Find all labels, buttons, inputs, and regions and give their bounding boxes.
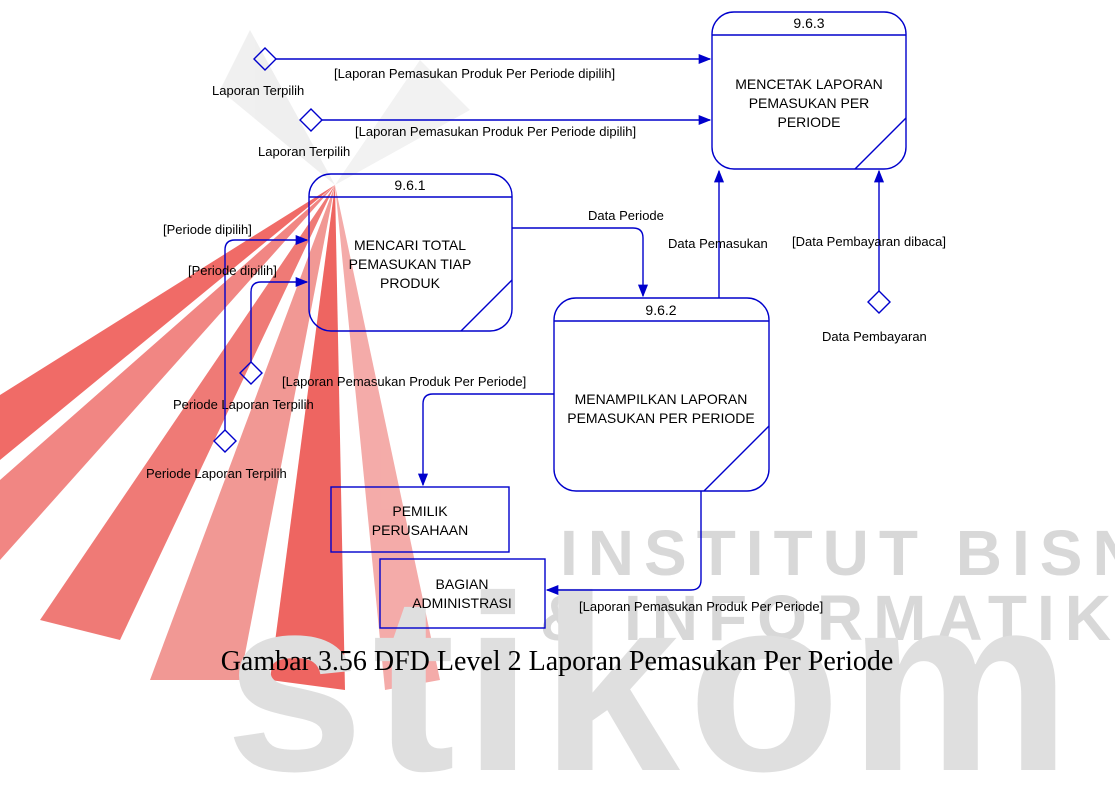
process-label-line: MENAMPILKAN LAPORAN <box>575 391 748 407</box>
entity-label-line: PERUSAHAAN <box>372 522 468 538</box>
connector-periode-laporan-1[interactable]: Periode Laporan Terpilih <box>173 361 314 412</box>
connector-label: Data Pembayaran <box>822 329 927 344</box>
flow-periode-dipilih-1: [Periode dipilih] <box>163 222 309 430</box>
process-label-line: MENCARI TOTAL <box>354 237 466 253</box>
connector-label: Periode Laporan Terpilih <box>173 397 314 412</box>
process-label-line: PERIODE <box>777 114 840 130</box>
flow-label: [Laporan Pemasukan Produk Per Periode] <box>282 374 526 389</box>
flow-label: [Laporan Pemasukan Produk Per Periode di… <box>334 66 615 81</box>
connector-periode-laporan-2[interactable]: Periode Laporan Terpilih <box>146 429 287 481</box>
flow-laporan-to-bagian: [Laporan Pemasukan Produk Per Periode] <box>545 491 823 614</box>
entity-pemilik-perusahaan[interactable]: PEMILIK PERUSAHAAN <box>330 486 510 553</box>
process-label-line: PEMASUKAN TIAP <box>349 256 472 272</box>
flow-periode-dipilih-2: [Periode dipilih] <box>188 263 309 362</box>
entity-label-line: ADMINISTRASI <box>412 595 512 611</box>
flow-laporan-dipilih-1: [Laporan Pemasukan Produk Per Periode di… <box>276 53 712 81</box>
figure-caption: Gambar 3.56 DFD Level 2 Laporan Pemasuka… <box>221 646 894 677</box>
connector-data-pembayaran[interactable]: Data Pembayaran <box>822 290 927 344</box>
flow-laporan-to-pemilik: [Laporan Pemasukan Produk Per Periode] <box>282 374 554 487</box>
entity-label-line: PEMILIK <box>392 503 448 519</box>
process-id: 9.6.2 <box>645 302 676 318</box>
flow-label: [Laporan Pemasukan Produk Per Periode di… <box>355 124 636 139</box>
watermark-brand: stikom <box>225 544 1079 785</box>
watermark-sunburst-icon <box>0 30 470 690</box>
process-9-6-1[interactable]: 9.6.1 MENCARI TOTAL PEMASUKAN TIAP PRODU… <box>308 173 513 332</box>
flow-laporan-dipilih-2: [Laporan Pemasukan Produk Per Periode di… <box>322 114 712 139</box>
flow-data-periode: Data Periode <box>512 208 664 298</box>
entity-label-line: BAGIAN <box>436 576 489 592</box>
process-label-line: PEMASUKAN PER <box>749 95 870 111</box>
connector-label: Laporan Terpilih <box>212 83 304 98</box>
connector-laporan-terpilih-2[interactable]: Laporan Terpilih <box>258 108 350 159</box>
process-9-6-3[interactable]: 9.6.3 MENCETAK LAPORAN PEMASUKAN PER PER… <box>711 11 907 170</box>
flow-label: Data Periode <box>588 208 664 223</box>
flow-data-pembayaran-dibaca: [Data Pembayaran dibaca] <box>792 169 946 291</box>
process-id: 9.6.1 <box>394 177 425 193</box>
flow-label: [Data Pembayaran dibaca] <box>792 234 946 249</box>
connector-label: Periode Laporan Terpilih <box>146 466 287 481</box>
flow-label: Data Pemasukan <box>668 236 768 251</box>
watermark-line2: & INFORMATIKA <box>540 582 1115 654</box>
process-label-line: PRODUK <box>380 275 441 291</box>
process-9-6-2[interactable]: 9.6.2 MENAMPILKAN LAPORAN PEMASUKAN PER … <box>553 297 770 492</box>
flow-label: [Laporan Pemasukan Produk Per Periode] <box>579 599 823 614</box>
process-label-line: MENCETAK LAPORAN <box>735 76 883 92</box>
process-id: 9.6.3 <box>793 15 824 31</box>
flow-label: [Periode dipilih] <box>188 263 277 278</box>
entity-bagian-administrasi[interactable]: BAGIAN ADMINISTRASI <box>379 558 546 629</box>
connector-label: Laporan Terpilih <box>258 144 350 159</box>
watermark-line1: INSTITUT BISNIS <box>560 517 1115 589</box>
process-label-line: PEMASUKAN PER PERIODE <box>567 410 755 426</box>
connector-laporan-terpilih-1[interactable]: Laporan Terpilih <box>212 47 304 98</box>
flow-data-pemasukan: Data Pemasukan <box>668 169 768 298</box>
watermark-logo: INSTITUT BISNIS & INFORMATIKA stikom <box>0 30 1115 785</box>
flow-label: [Periode dipilih] <box>163 222 252 237</box>
